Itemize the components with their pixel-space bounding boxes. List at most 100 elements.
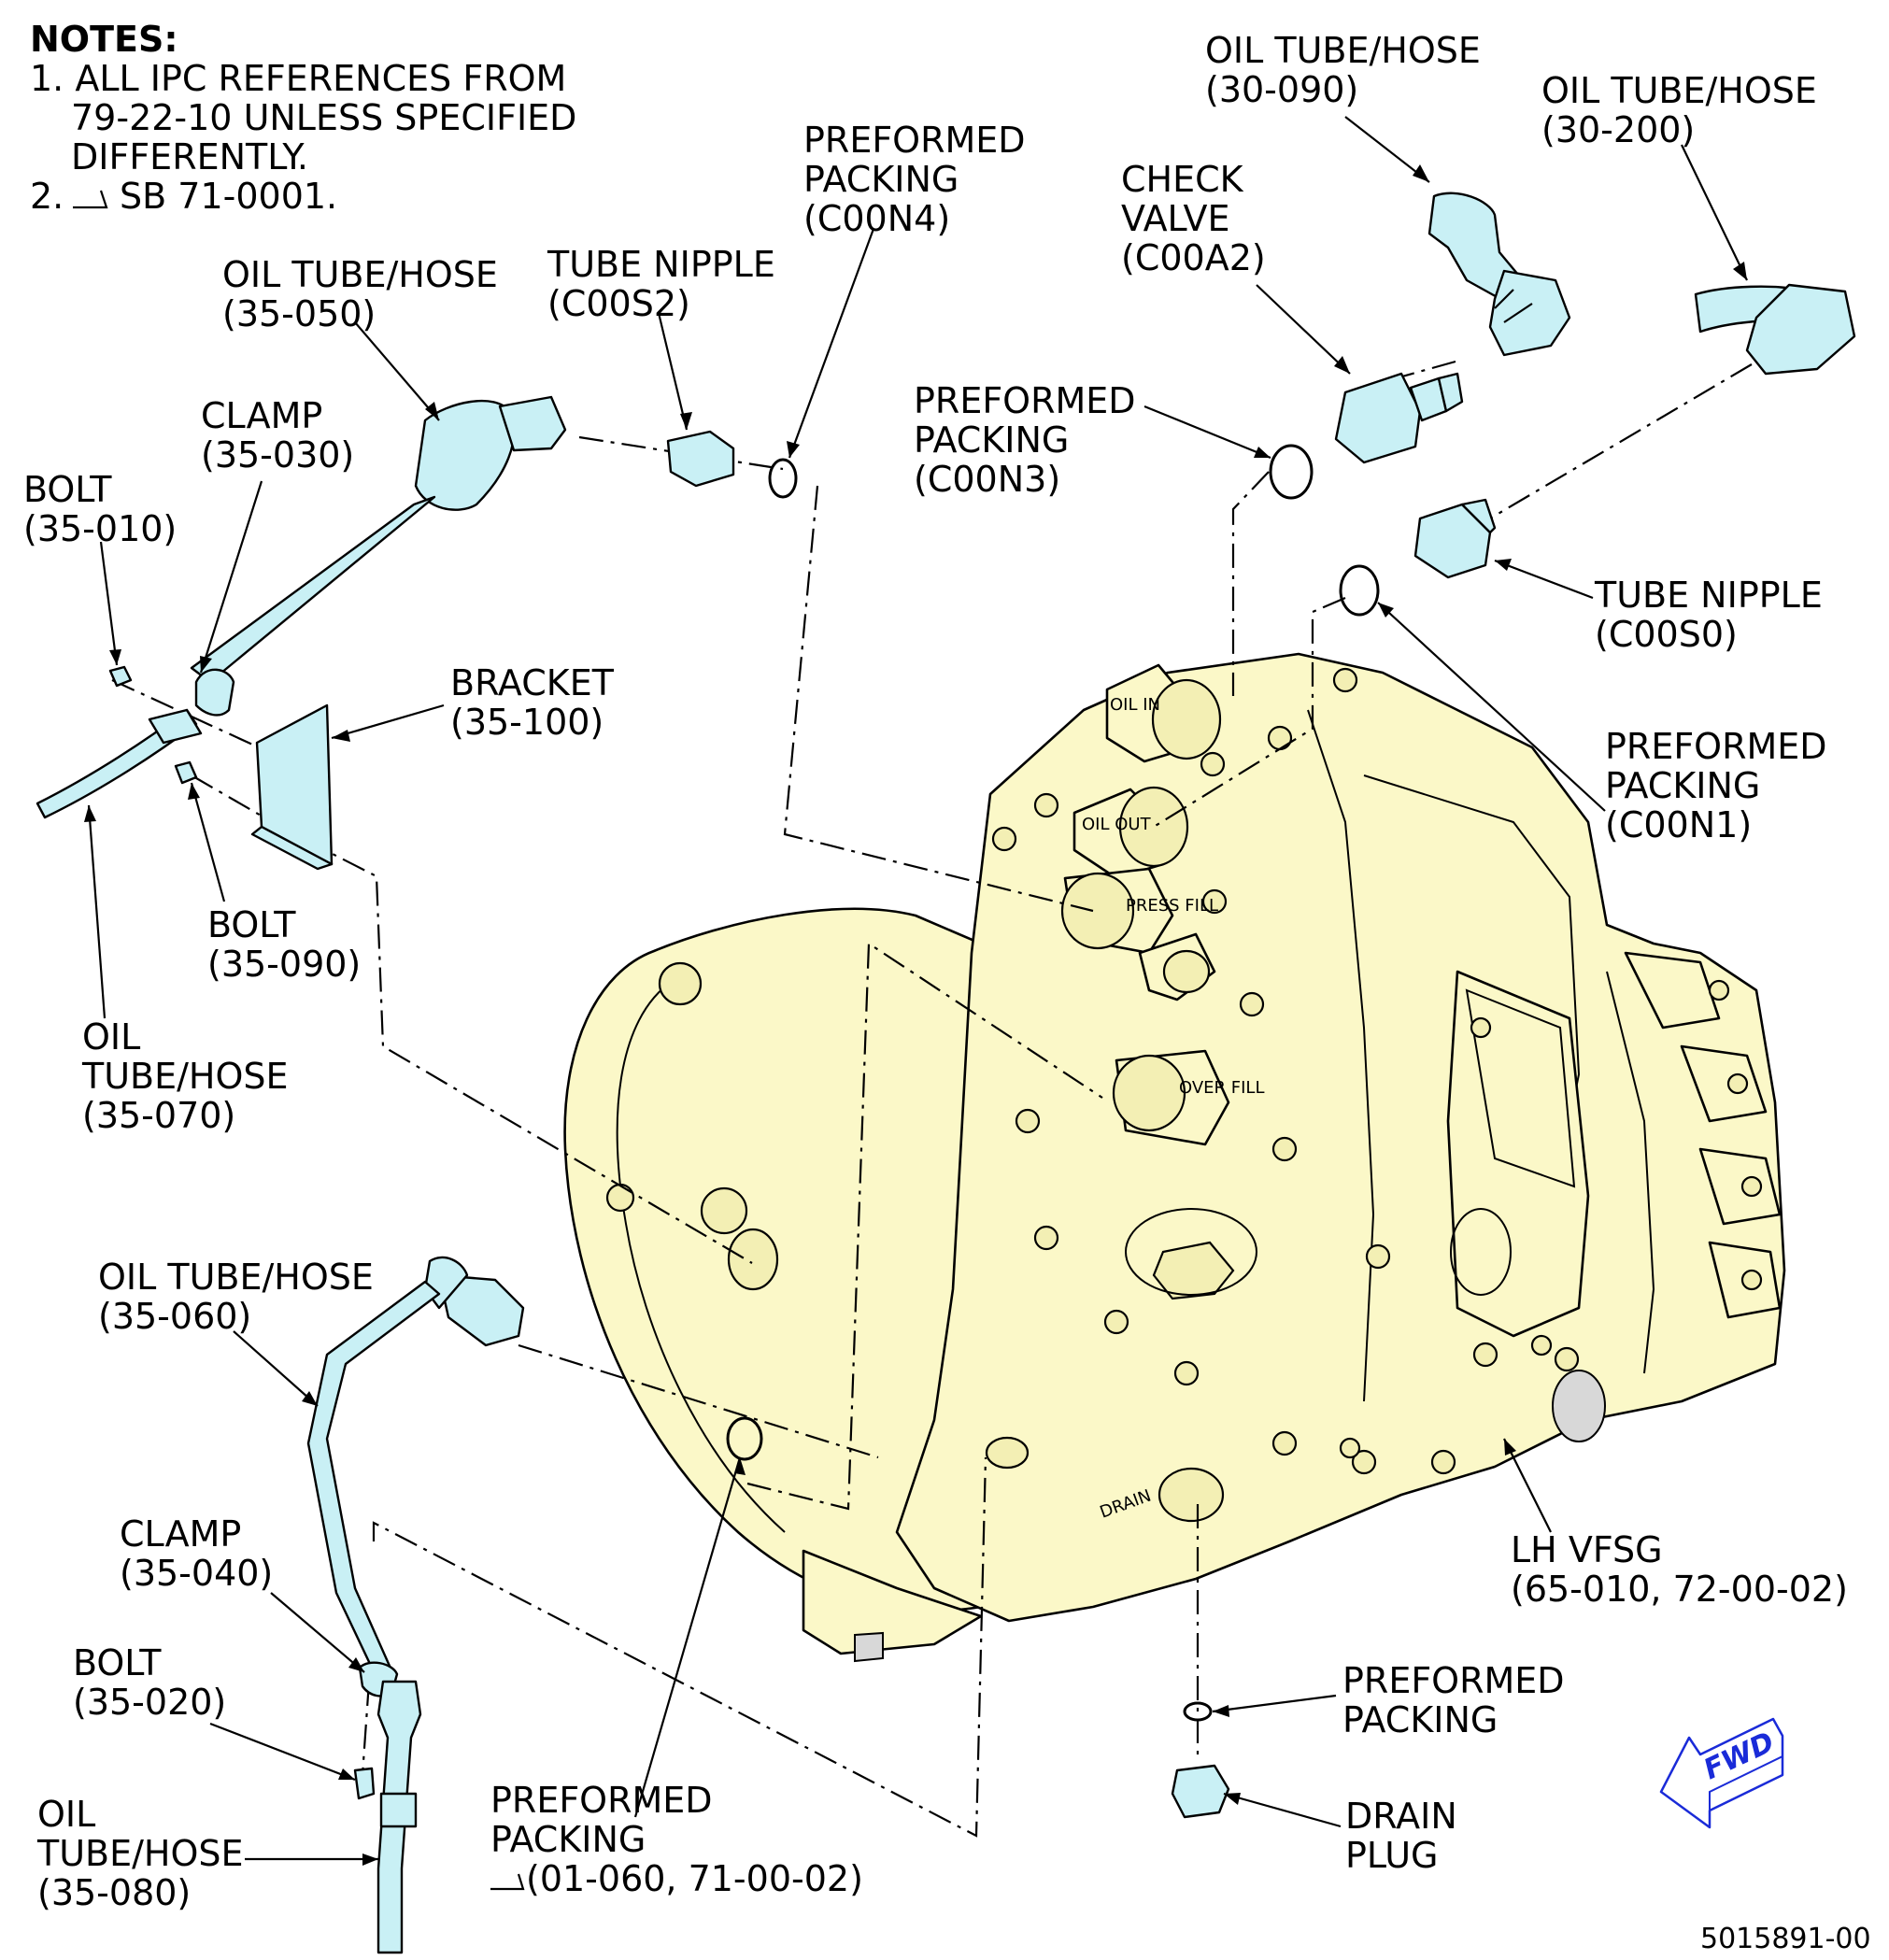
label-line: (C00N3) (914, 459, 1060, 500)
label-preformed-packing-c00n1: PREFORMED PACKING (C00N1) (1605, 726, 1827, 845)
oil-tube-35-080 (376, 1680, 422, 1954)
union-face (1162, 949, 1211, 994)
label-line: (01-060, 71-00-02) (526, 1858, 863, 1899)
label-line: OIL TUBE/HOSE (1205, 30, 1481, 71)
notes-block: NOTES: 1. ALL IPC REFERENCES FROM 79-22-… (30, 19, 576, 217)
leader-drain-plug (1223, 1792, 1342, 1828)
arrowhead (680, 412, 692, 430)
label-line: (35-030) (201, 434, 354, 476)
leader-preformed-packing-drain (1212, 1694, 1337, 1713)
leader-check-valve (1256, 284, 1351, 375)
label-line: (65-010, 72-00-02) (1511, 1569, 1848, 1610)
label-line: BRACKET (450, 662, 615, 703)
arrowhead (84, 805, 96, 822)
label-oil-tube-35-060: OIL TUBE/HOSE (35-060) (98, 1257, 374, 1337)
bolt-head (1740, 1269, 1763, 1291)
check-valve-tip (1437, 372, 1464, 413)
label-clamp-35-040: CLAMP (35-040) (120, 1513, 273, 1594)
label-bracket: BRACKET (35-100) (450, 662, 615, 743)
housing-boss (658, 961, 703, 1006)
note-2-text: SB 71-0001. (120, 176, 337, 217)
label-line: PLUG (1345, 1835, 1438, 1876)
leader-preformed-packing-c00n1 (1377, 602, 1606, 812)
bolt-35-090 (174, 760, 198, 785)
bolt-head (1200, 751, 1226, 777)
arrowhead (188, 783, 200, 800)
bolt-35-090-head (174, 760, 198, 785)
output-shaft (1552, 1370, 1606, 1442)
sb-effectivity-icon (490, 1873, 525, 1891)
label-line: (35-100) (450, 702, 604, 743)
label-line: TUBE/HOSE (81, 1056, 289, 1097)
center-boss-ring (1125, 1208, 1257, 1296)
label-line: TUBE NIPPLE (547, 244, 775, 285)
bolt-head (1470, 1016, 1492, 1039)
housing-rim-line (616, 980, 786, 1533)
arrowhead (348, 1657, 364, 1672)
arrowhead (109, 649, 121, 665)
bolt-head (1708, 979, 1730, 1001)
bolt-head (1530, 1334, 1553, 1356)
leader-lines (84, 116, 1748, 1866)
label-lh-vfsg: LH VFSG (65-010, 72-00-02) (1511, 1529, 1848, 1610)
bolt-35-010-head (108, 665, 133, 688)
centerline-bolt-35-020 (361, 1681, 371, 1776)
bolt-head (1339, 1437, 1361, 1459)
label-line: PREFORMED (803, 120, 1026, 161)
label-bolt-35-010: BOLT (35-010) (23, 469, 177, 549)
label-line: PACKING (803, 159, 959, 200)
label-line: VALVE (1121, 198, 1230, 239)
clamp-35-030-body (194, 668, 235, 717)
leader-tube-nipple-c00s2 (657, 312, 689, 431)
centerline-oil-in (1231, 471, 1270, 696)
label-line: (35-040) (120, 1553, 273, 1594)
label-line: (35-010) (23, 508, 177, 549)
bolt-head (1201, 888, 1228, 915)
tube-35-050-elbow (498, 395, 567, 452)
right-flange (1606, 951, 1782, 1374)
leader-lh-vfsg (1503, 1438, 1552, 1533)
arrowhead (338, 1768, 355, 1780)
label-oil-tube-30-090: OIL TUBE/HOSE (30-090) (1205, 30, 1481, 110)
label-line: OIL TUBE/HOSE (98, 1257, 374, 1298)
preformed-packing-c00n1-ring (1339, 564, 1380, 617)
vfsg-housing: OIL IN OIL OUT PRESS FILL OVER FILL DRAI… (563, 652, 1786, 1663)
label-oil-tube-35-080: OIL TUBE/HOSE (35-080) (36, 1794, 244, 1913)
leader-preformed-packing-01-060 (633, 1456, 742, 1818)
label-line: OIL (82, 1016, 140, 1058)
tube-30-090-hose (1427, 192, 1525, 305)
label-drain-plug: DRAIN PLUG (1345, 1796, 1457, 1876)
bolt-head (1332, 667, 1358, 693)
bolt-head (1033, 1225, 1059, 1251)
bolt-head (1472, 1342, 1498, 1368)
tube-35-050-fitting (414, 399, 516, 511)
label-line: (C00A2) (1121, 237, 1266, 278)
label-line: (C00N4) (803, 198, 950, 239)
flange-edge-line (1606, 971, 1655, 1374)
tube-nipple-c00s2 (666, 430, 735, 488)
bolt-head (1351, 1449, 1377, 1475)
oil-in-mark: OIL IN (1110, 695, 1160, 715)
arrowhead (362, 1853, 378, 1866)
arrowhead (1254, 447, 1271, 458)
arrowhead (734, 1457, 746, 1475)
label-bolt-35-090: BOLT (35-090) (207, 904, 361, 985)
arrowhead (1334, 356, 1350, 374)
bolt-head (1267, 725, 1293, 751)
label-oil-tube-35-050: OIL TUBE/HOSE (35-050) (222, 254, 498, 334)
tube-30-090-elbow (1488, 269, 1571, 357)
fwd-arrow-icon: FWD (1659, 1717, 1784, 1829)
tube-nipple-c00s2-hex (666, 430, 735, 488)
oil-tube-35-060 (306, 1256, 525, 1683)
leader-preformed-packing-c00n3 (1143, 405, 1271, 460)
label-tube-nipple-c00s2: TUBE NIPPLE (C00S2) (547, 244, 775, 324)
callout-labels: OIL TUBE/HOSE (30-090) OIL TUBE/HOSE (30… (23, 30, 1848, 1913)
bolt-35-020-head (353, 1767, 376, 1800)
check-valve (1334, 372, 1464, 464)
label-preformed-packing-c00n4: PREFORMED PACKING (C00N4) (803, 120, 1026, 239)
bolt-head (1271, 1430, 1298, 1456)
notes-title: NOTES: (30, 19, 178, 60)
label-line: (C00N1) (1605, 804, 1752, 845)
label-line: PACKING (1342, 1699, 1498, 1740)
cover-inner-panel (1465, 988, 1576, 1188)
